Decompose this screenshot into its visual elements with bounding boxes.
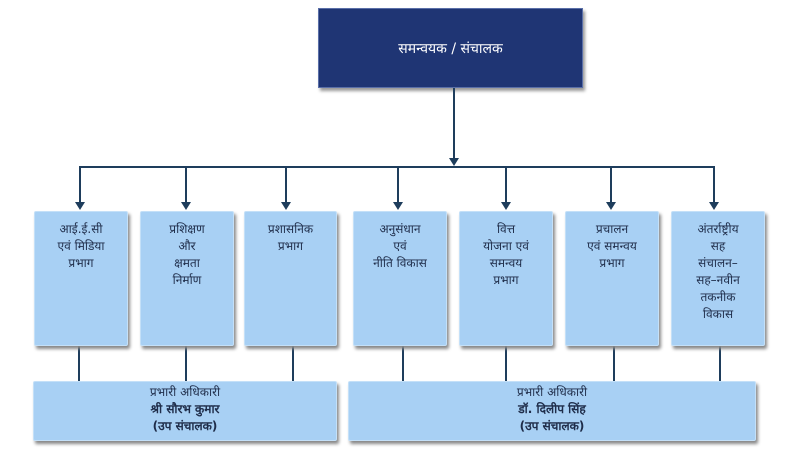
division-label-line: निर्माण (172, 273, 202, 287)
division-label-line: संचालन– (698, 256, 738, 270)
head-box-coordinator-director: समन्वयक / संचालक (318, 8, 583, 88)
officer-box-2: प्रभारी अधिकारी डॉ. दिलीप सिंह (उप संचाल… (348, 381, 756, 441)
arrow-icon (606, 202, 616, 210)
connector-officer (185, 346, 187, 381)
connector-officer (292, 346, 294, 381)
officer-role: प्रभारी अधिकारी (516, 385, 588, 399)
division-label-line: विकास (702, 307, 734, 321)
division-label-line: नीति विकास (373, 256, 427, 270)
arrow-icon (181, 202, 191, 210)
division-box-iec-media: आई.ई.सी एवं मिडिया प्रभाग (34, 211, 128, 346)
arrow-icon (501, 202, 511, 210)
division-label-line: समन्वय (489, 256, 523, 270)
division-box-international: अंतर्राष्ट्रीय सह संचालन– सह–नवीन तकनीक विकास (671, 211, 765, 346)
connector-branch (397, 167, 399, 203)
head-title: समन्वयक / संचालक (398, 40, 503, 57)
officer-role: प्रभारी अधिकारी (149, 385, 221, 399)
division-label-line: प्रशासनिक (267, 222, 314, 236)
arrow-icon (281, 202, 291, 210)
connector-officer (613, 346, 615, 381)
division-label-line: एवं समन्वय (587, 239, 637, 253)
division-label-line: प्रभाग (599, 256, 625, 270)
connector-branch (713, 167, 715, 203)
division-label-line: क्षमता (174, 256, 200, 270)
arrow-icon (75, 202, 85, 210)
division-label-line: अंतर्राष्ट्रीय (697, 222, 739, 236)
arrow-icon (393, 202, 403, 210)
division-label-line: अनुसंधान (379, 222, 421, 236)
division-box-administration: प्रशासनिक प्रभाग (244, 211, 337, 346)
division-box-operations: प्रचालन एवं समन्वय प्रभाग (565, 211, 659, 346)
division-label-line: एवं (393, 239, 407, 253)
division-label-line: सह (710, 239, 726, 253)
connector-branch (185, 167, 187, 203)
officer-designation: (उप संचालक) (519, 419, 585, 433)
officer-name: श्री सौरभ कुमार (150, 402, 220, 416)
division-box-finance: वित्त योजना एवं समन्वय प्रभाग (459, 211, 553, 346)
division-label-line: योजना एवं (483, 239, 529, 253)
connector-officer (78, 346, 80, 381)
division-label-line: प्रभाग (68, 256, 94, 270)
connector-officer (402, 346, 404, 381)
connector-branch (79, 167, 81, 203)
arrow-icon (709, 202, 719, 210)
connector-officer (719, 346, 721, 381)
connector-branch (610, 167, 612, 203)
division-label-line: प्रभाग (277, 239, 304, 253)
connector-officer (505, 346, 507, 381)
division-label-line: प्रचालन (595, 222, 629, 236)
division-label-line: वित्त (496, 222, 516, 236)
division-label-line: और (178, 239, 196, 253)
division-label-line: तकनीक (700, 290, 736, 304)
arrow-icon (449, 158, 459, 166)
division-label-line: प्रभाग (493, 273, 519, 287)
division-box-research: अनुसंधान एवं नीति विकास (353, 211, 447, 346)
officer-box-1: प्रभारी अधिकारी श्री सौरभ कुमार (उप संचा… (33, 381, 337, 441)
division-label-line: आई.ई.सी (59, 222, 103, 236)
division-box-training: प्रशिक्षण और क्षमता निर्माण (140, 211, 234, 346)
connector-trunk (453, 88, 455, 160)
connector-branch (505, 167, 507, 203)
officer-designation: (उप संचालक) (152, 419, 218, 433)
officer-name: डॉ. दिलीप सिंह (518, 402, 586, 416)
connector-branch (285, 167, 287, 203)
division-label-line: प्रशिक्षण (169, 222, 205, 236)
division-label-line: सह–नवीन (696, 273, 740, 287)
division-label-line: एवं मिडिया (57, 239, 105, 253)
